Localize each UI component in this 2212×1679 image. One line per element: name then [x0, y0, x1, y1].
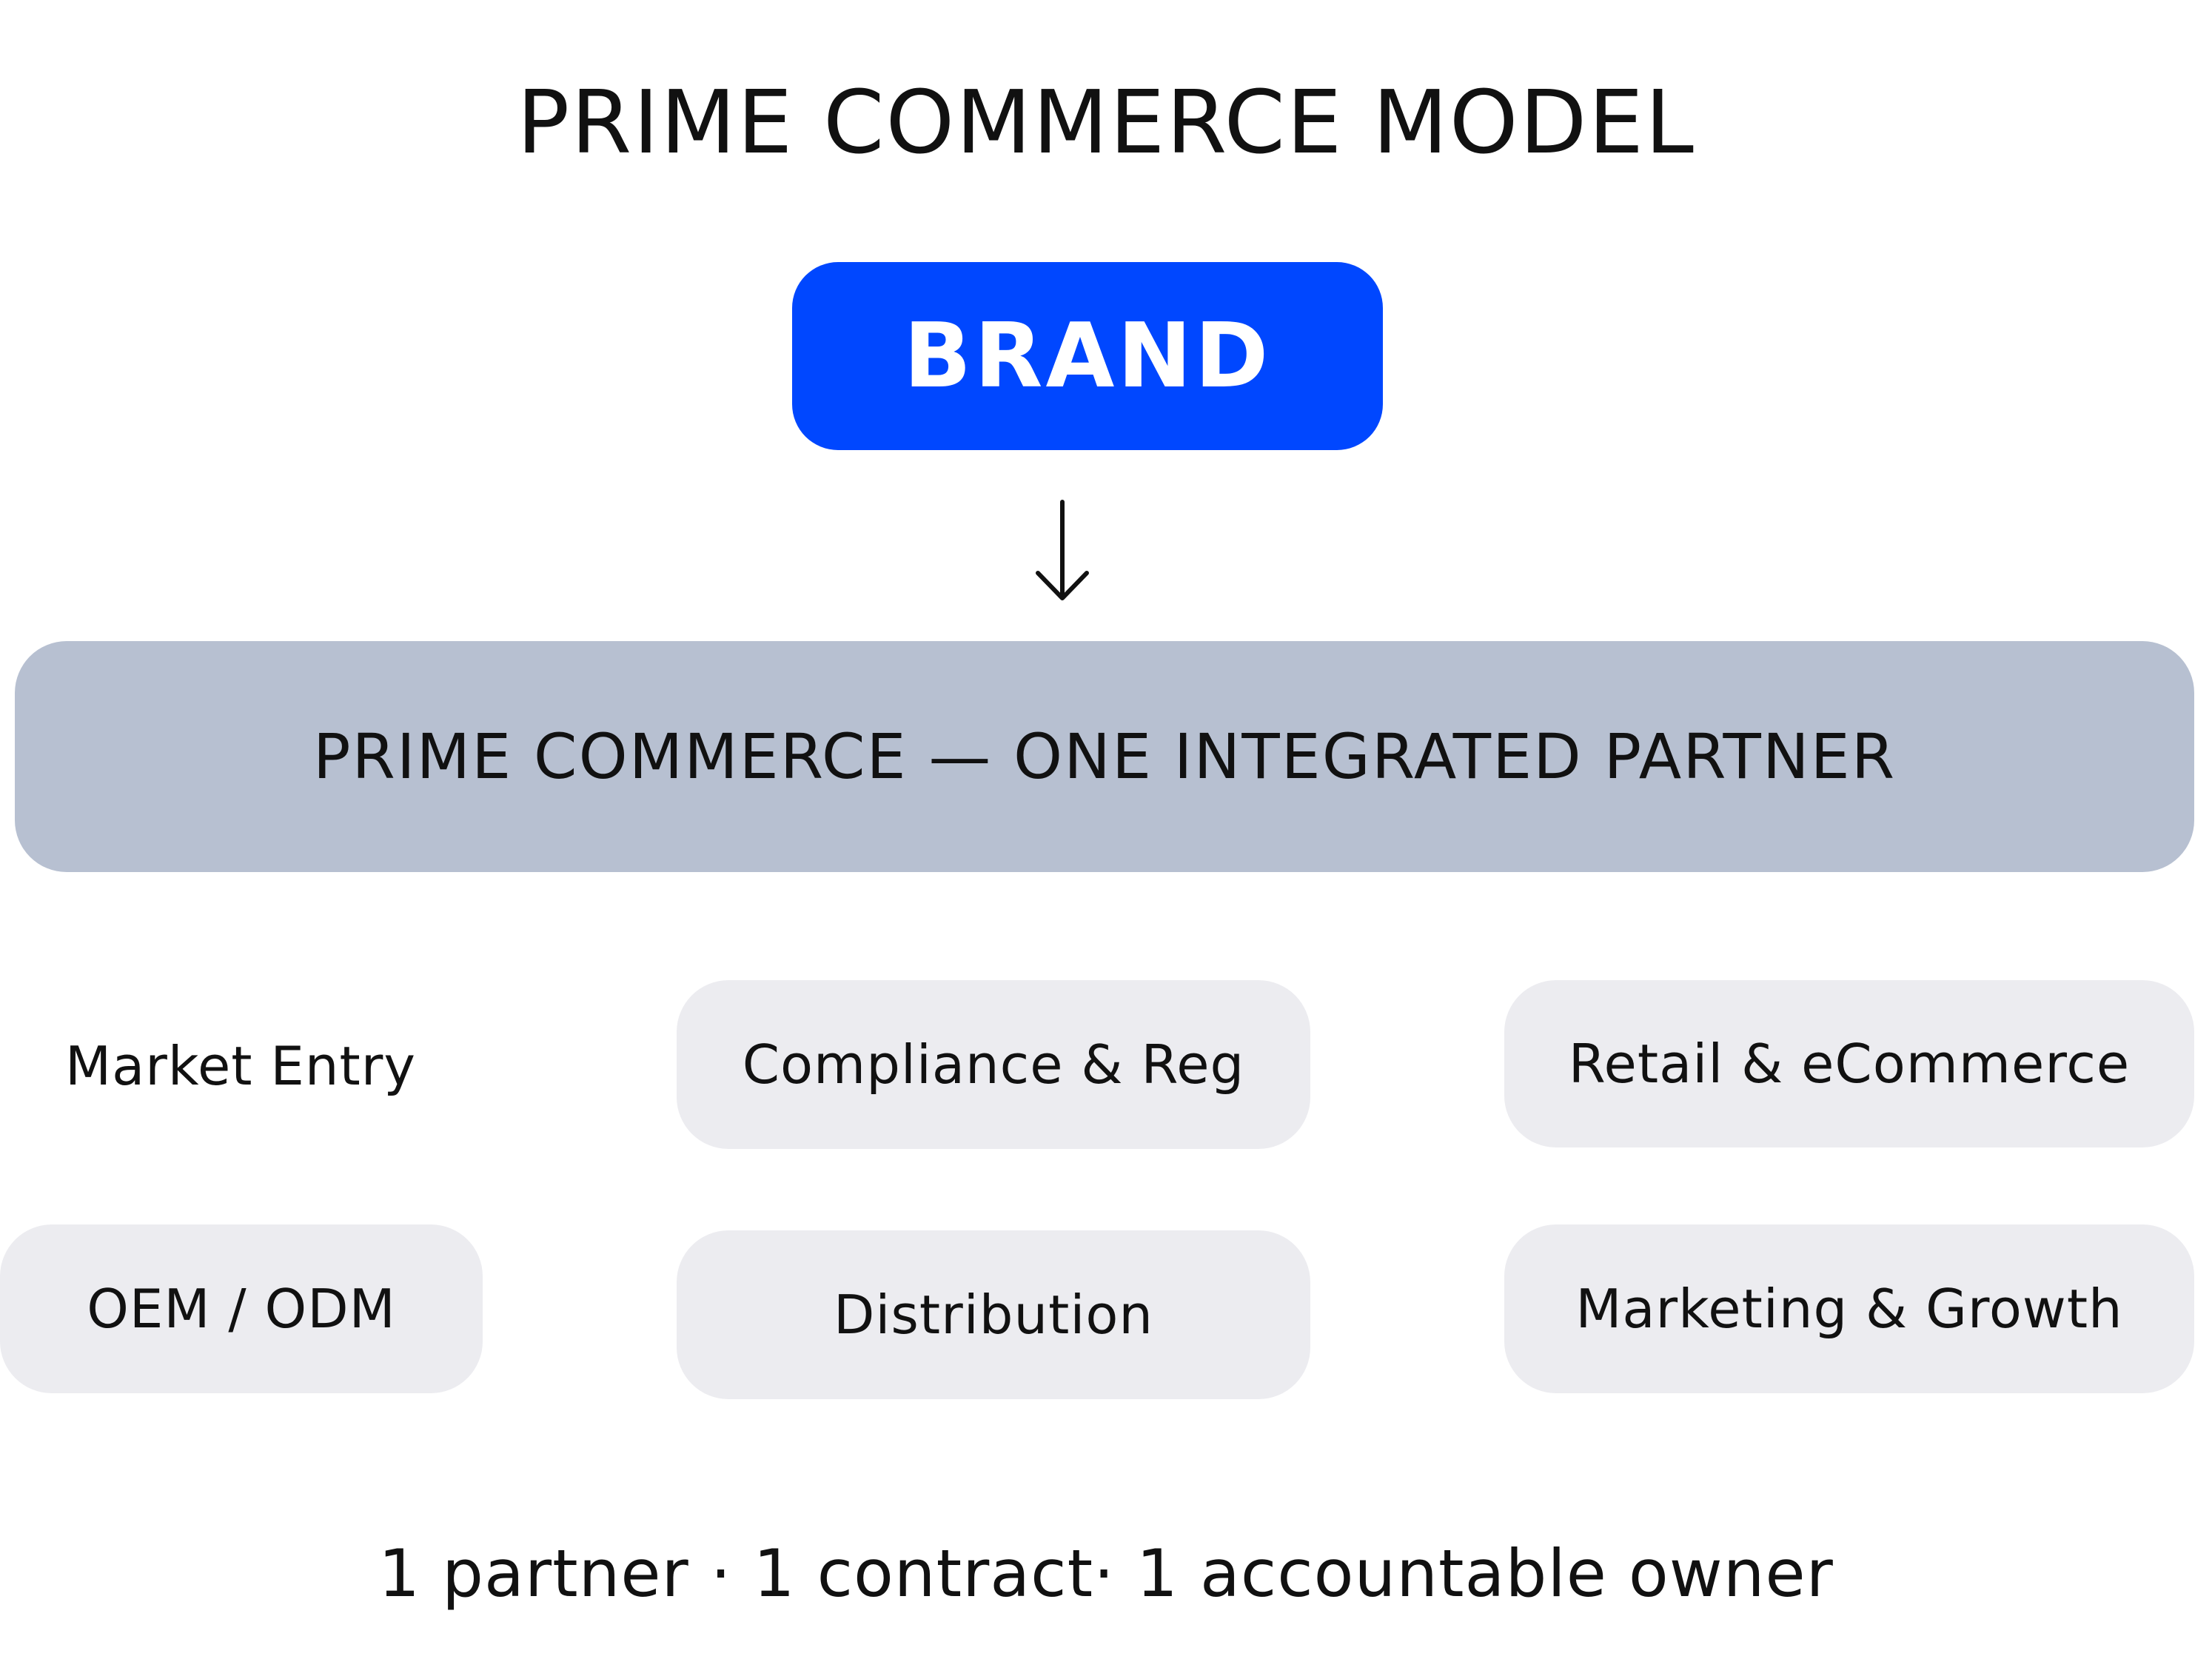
service-label: Retail & eCommerce: [1568, 1033, 2131, 1095]
service-label: Market Entry: [65, 1035, 416, 1097]
service-label: OEM / ODM: [87, 1278, 396, 1340]
partner-bar: PRIME COMMERCE — ONE INTEGRATED PARTNER: [15, 641, 2194, 872]
service-distribution: Distribution: [677, 1230, 1310, 1399]
service-label: Marketing & Growth: [1575, 1278, 2123, 1340]
service-compliance: Compliance & Reg: [677, 980, 1310, 1149]
service-market-entry: Market Entry: [0, 980, 481, 1152]
brand-label: BRAND: [903, 304, 1272, 408]
service-retail-ecommerce: Retail & eCommerce: [1504, 980, 2194, 1147]
service-marketing-growth: Marketing & Growth: [1504, 1224, 2194, 1393]
service-label: Distribution: [833, 1284, 1154, 1346]
brand-box: BRAND: [792, 262, 1383, 450]
service-label: Compliance & Reg: [742, 1033, 1245, 1096]
footer-tagline: 1 partner · 1 contract· 1 accountable ow…: [378, 1535, 1834, 1612]
arrow-down-icon: [1022, 496, 1103, 607]
service-oem-odm: OEM / ODM: [0, 1224, 483, 1393]
page-title: PRIME COMMERCE MODEL: [517, 71, 1695, 173]
partner-label: PRIME COMMERCE — ONE INTEGRATED PARTNER: [312, 720, 1897, 793]
